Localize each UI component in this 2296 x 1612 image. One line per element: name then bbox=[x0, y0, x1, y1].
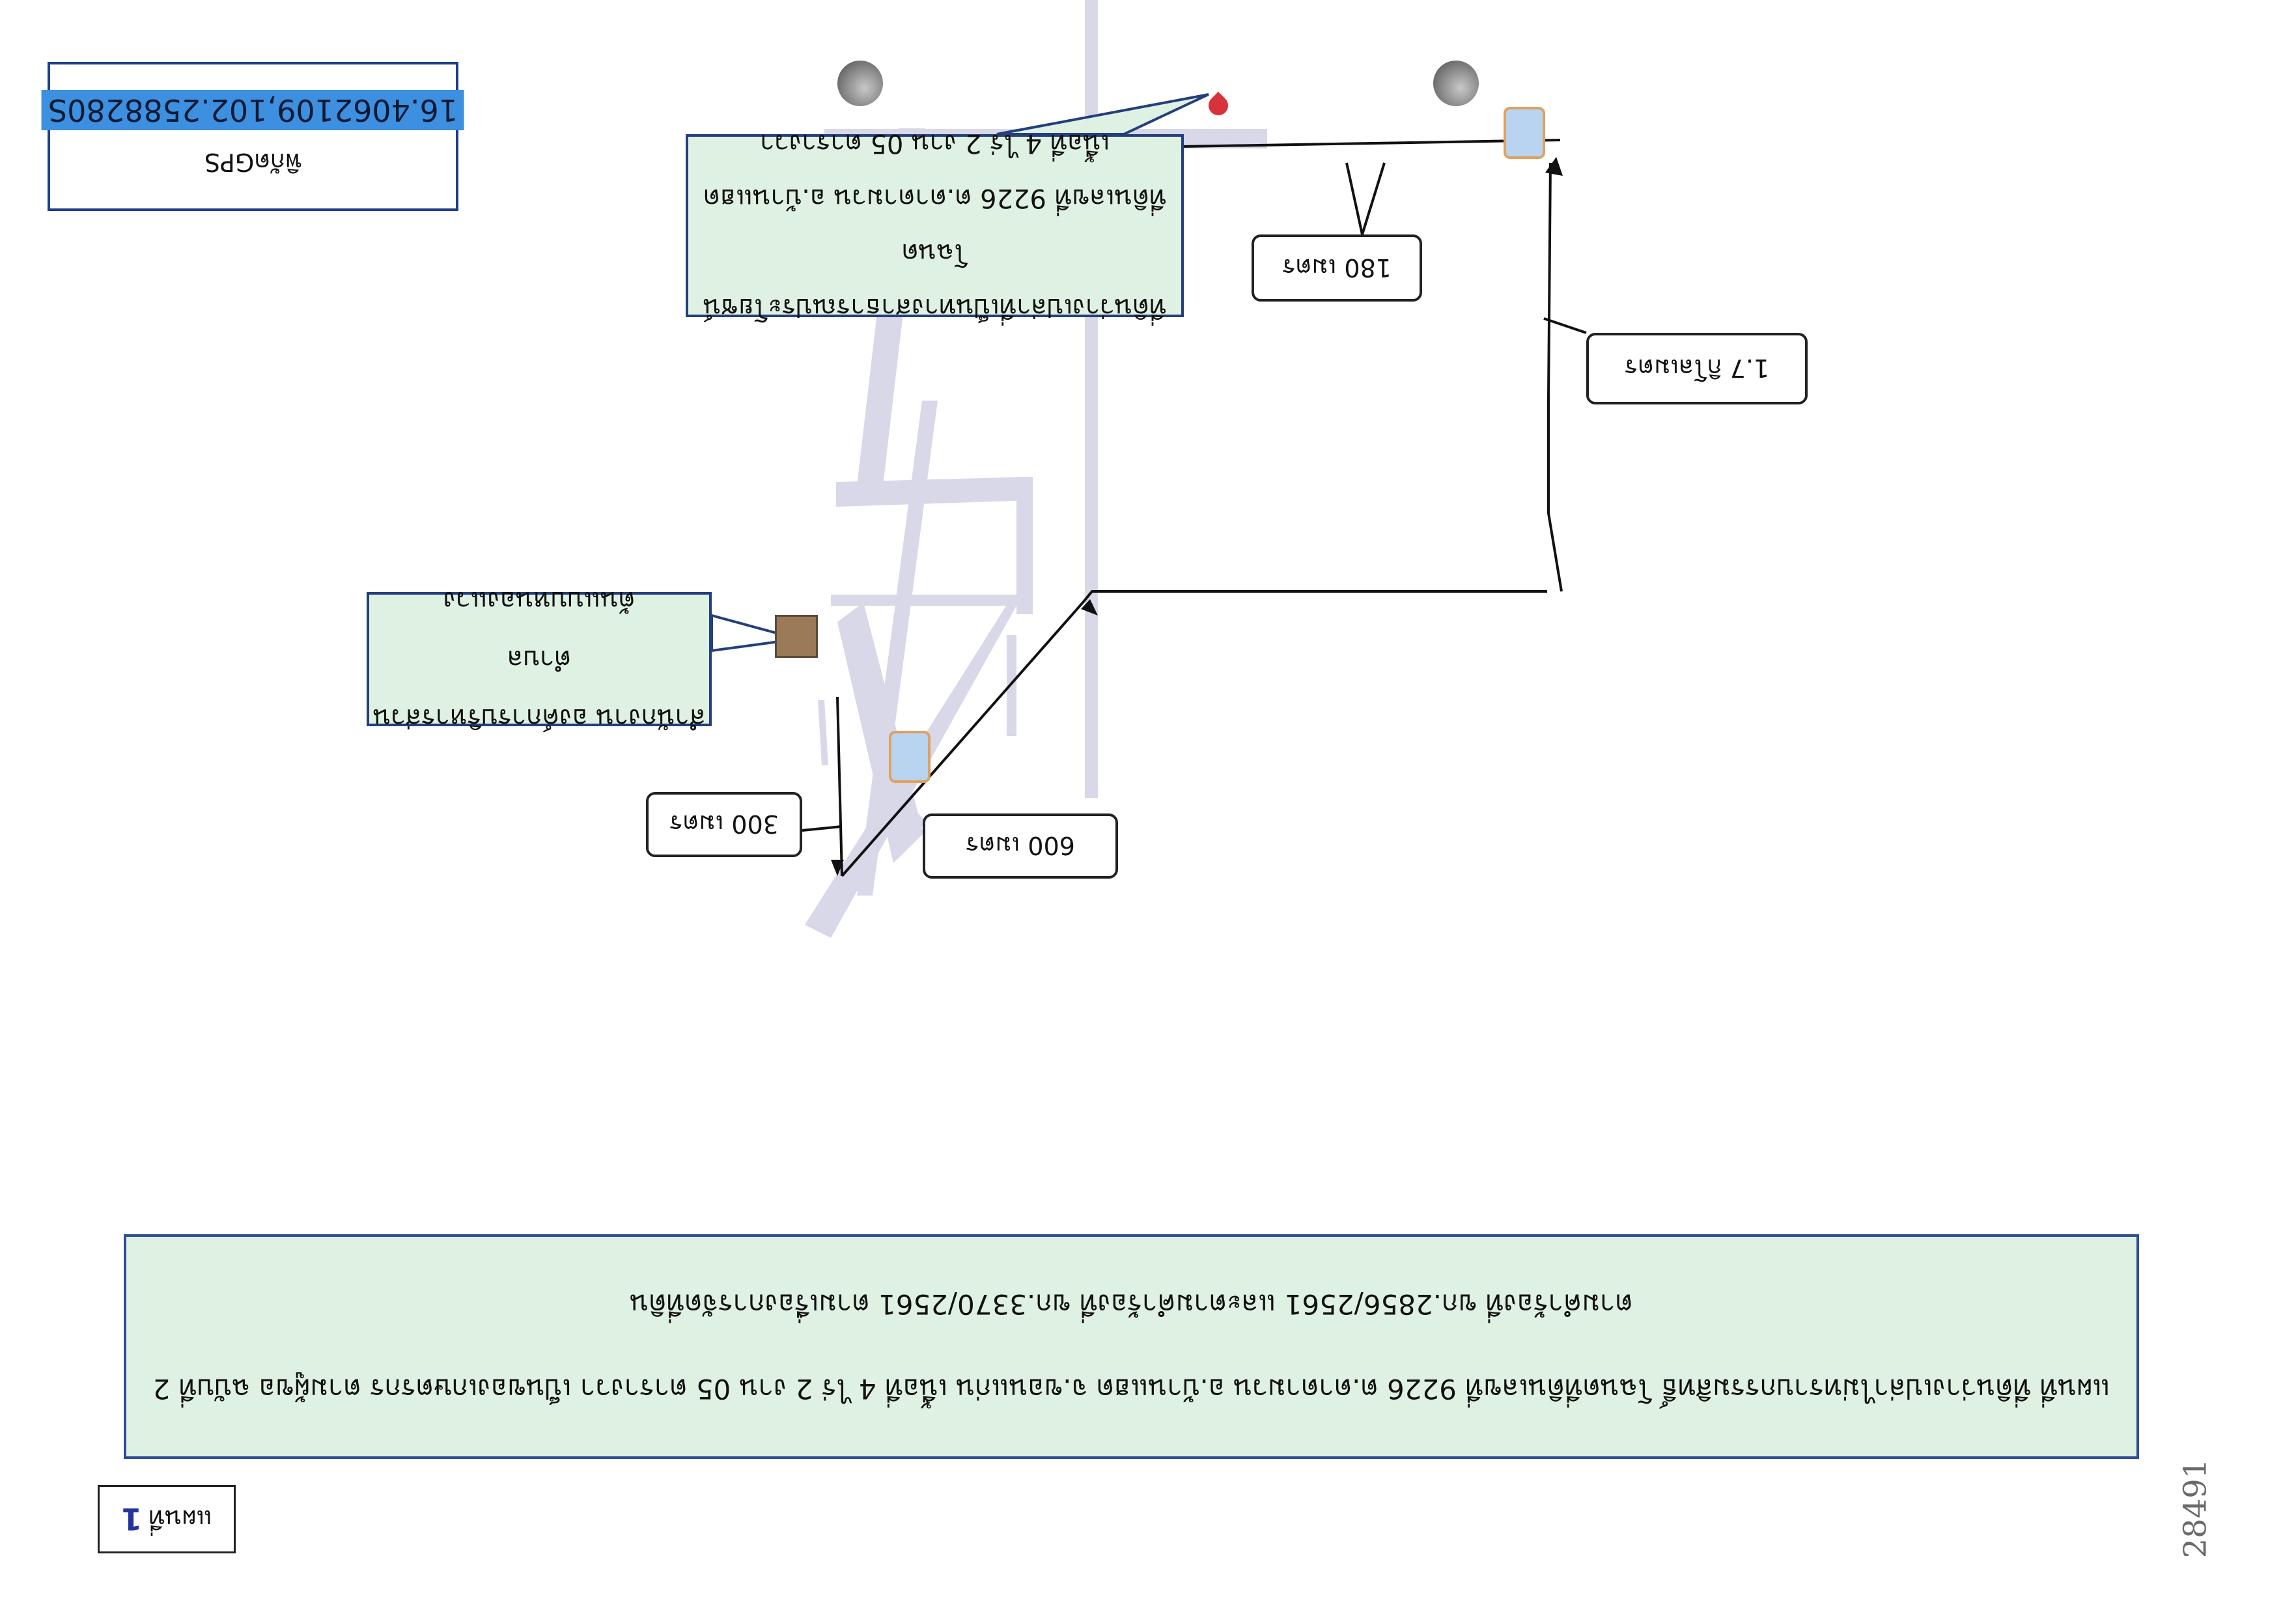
pointer-180 bbox=[1345, 162, 1364, 235]
pointer-17km bbox=[1543, 317, 1587, 334]
punch-hole-left bbox=[837, 61, 883, 106]
road-vertical-bottom bbox=[857, 401, 938, 896]
road-small-vertical bbox=[1007, 635, 1016, 736]
distance-label-300m: 300 เมตร bbox=[646, 792, 802, 857]
attachment-number: 1 bbox=[121, 1501, 143, 1537]
arrow-line-300 bbox=[836, 696, 843, 877]
arrowhead-600 bbox=[1081, 599, 1098, 615]
destination-callout: ที่ดินว่างเปล่าที่เป็นทางสาธารณประโยชน์ … bbox=[686, 129, 1184, 323]
punch-hole-right bbox=[1433, 61, 1479, 106]
gps-box: พิกัดGPS 16.4062109,102.2588280S bbox=[41, 62, 465, 211]
road-left-diagonal bbox=[876, 811, 929, 838]
destination-line-1: ที่ดินว่างเปล่าที่เป็นทางสาธารณประโยชน์ … bbox=[703, 238, 1167, 323]
arrowhead-300 bbox=[831, 860, 844, 876]
road-middle-horizontal bbox=[831, 595, 1033, 606]
distance-label-1-7km: 1.7 กิโลเมตร bbox=[1586, 333, 1808, 404]
destination-line-3: เนื้อที่ 4 ไร่ 2 งาน 05 ตารางวา bbox=[759, 128, 1110, 159]
pointer-300 bbox=[802, 825, 842, 832]
pond-icon bbox=[889, 731, 931, 783]
road-right-lower bbox=[1016, 477, 1033, 614]
gps-coordinates: 16.4062109,102.2588280S bbox=[41, 90, 465, 130]
pointer-180-b bbox=[1361, 162, 1386, 235]
arrow-line-17km bbox=[1547, 162, 1563, 592]
distance-label-180m: 180 เมตร bbox=[1252, 234, 1422, 302]
page-stamp-number: 28491 bbox=[2177, 1458, 2214, 1559]
map-title-box: แผนที่ ที่ดินว่างเปล่าไม่ทราบกรรมสิทธิ์ … bbox=[124, 1234, 2139, 1459]
road-bottom-diagonal bbox=[818, 700, 828, 765]
attachment-text: แผนที่ bbox=[148, 1505, 212, 1533]
building-icon bbox=[775, 615, 818, 658]
landmark-callout: สำนักงาน องค์การบริหารส่วนตำบล ต้นแบบหนอ… bbox=[367, 586, 712, 733]
landmark-line-1: สำนักงาน องค์การบริหารส่วนตำบล bbox=[372, 644, 706, 733]
landmark-line-2: ต้นแบบหนองแวง bbox=[443, 586, 636, 615]
map-title-line-1: แผนที่ ที่ดินว่างเปล่าไม่ทราบกรรมสิทธิ์ … bbox=[152, 1373, 2110, 1406]
attachment-label: แผนที่ 1 bbox=[98, 1485, 236, 1553]
road-right-jog bbox=[836, 477, 1033, 507]
pond-icon bbox=[1504, 107, 1545, 159]
destination-line-2: ที่ดินเลขที่ 9226 ต.ดาดามวน อ.บ้านแฮด bbox=[703, 183, 1167, 214]
distance-label-600m: 600 เมตร bbox=[923, 813, 1118, 879]
map-title-line-2: ตามคำร้องที่ ขก.2856/2561 และตามคำร้องที… bbox=[630, 1288, 1633, 1321]
arrow-line-600 bbox=[841, 590, 1093, 877]
arrowhead-jog bbox=[1545, 157, 1563, 176]
gps-title: พิกัดGPS bbox=[204, 148, 302, 177]
